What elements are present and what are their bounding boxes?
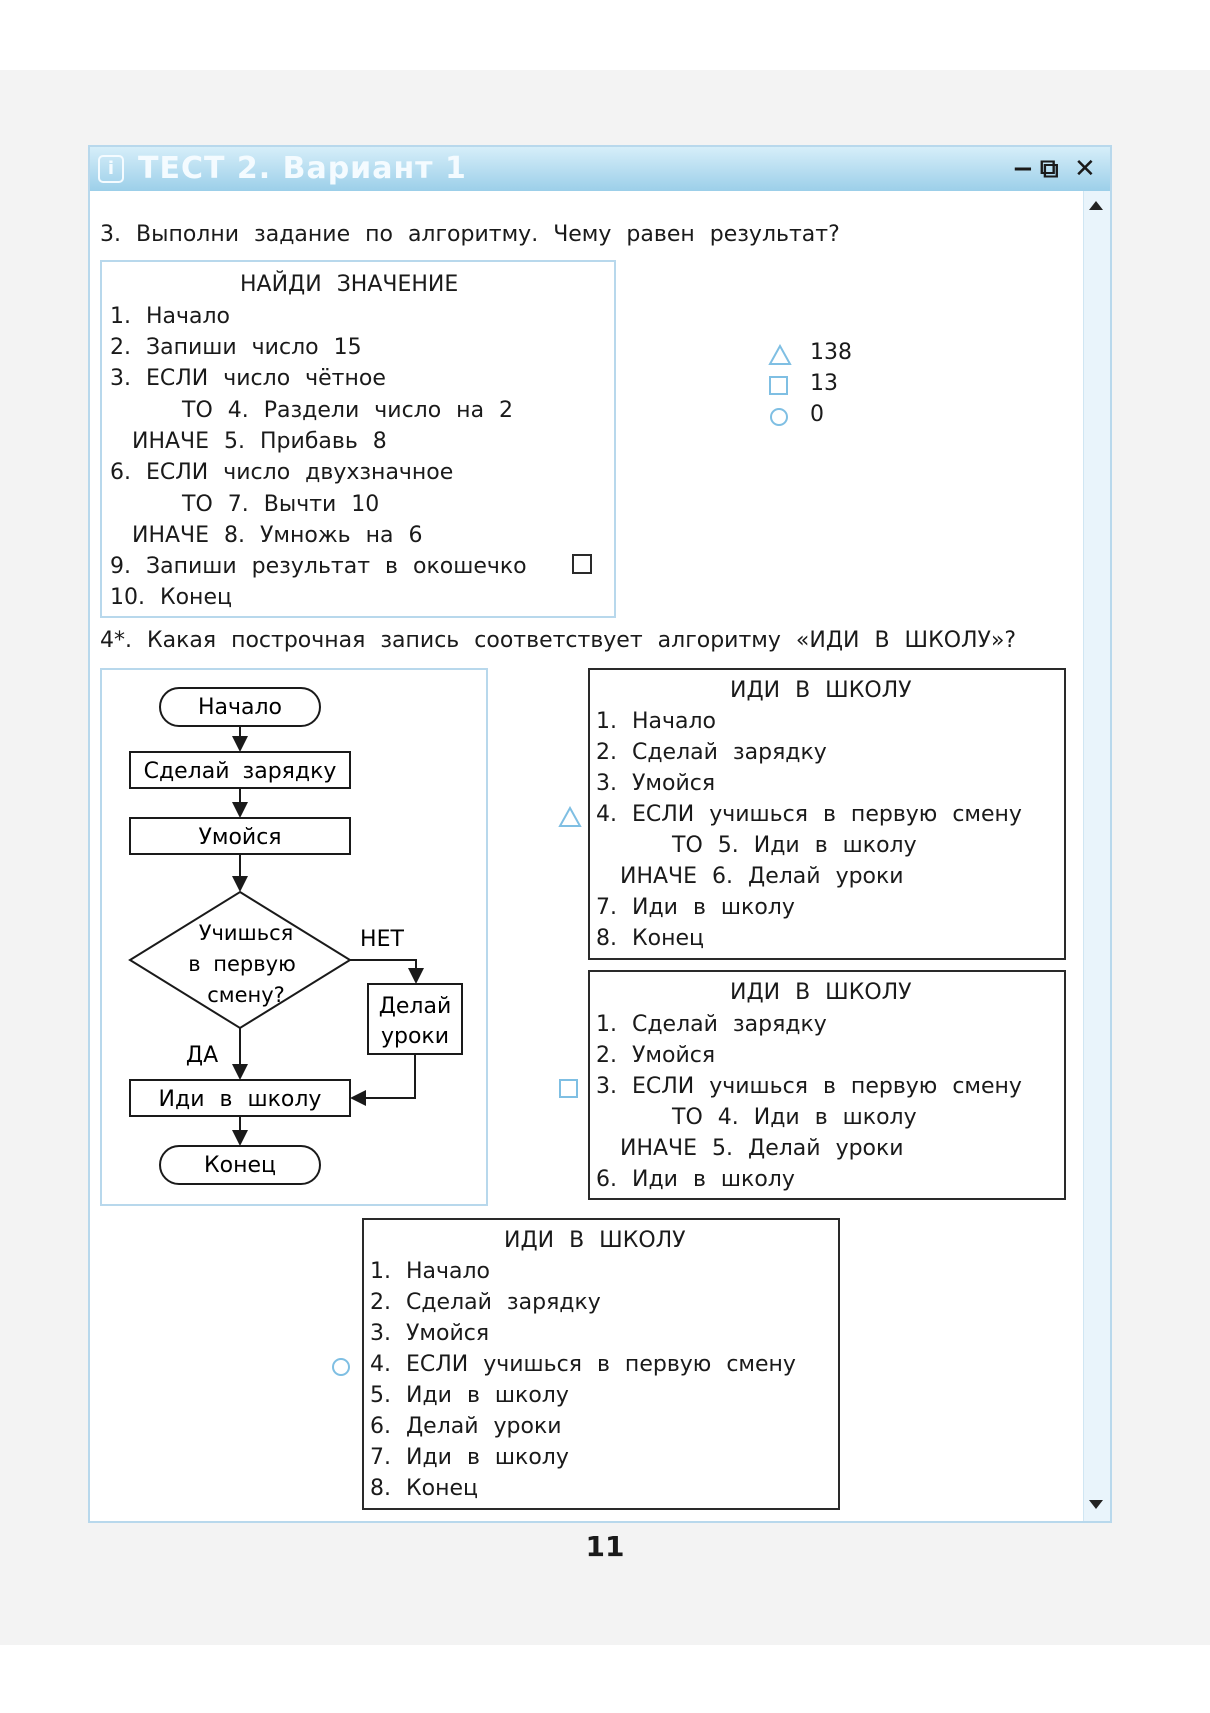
option-line: 3. Умойся <box>370 1321 490 1346</box>
option-line: 1. Начало <box>370 1259 491 1284</box>
page-number: 11 <box>585 1530 625 1563</box>
scroll-up-icon[interactable] <box>1089 201 1103 210</box>
option-circle-icon[interactable] <box>330 1356 352 1378</box>
option-triangle-icon[interactable] <box>768 344 792 366</box>
test-window: i ТЕСТ 2. Вариант 1 − ⧉ ✕ <box>88 145 1112 1523</box>
flow-decision-label: Учишься <box>199 921 294 945</box>
option-line: 6. Иди в школу <box>596 1167 795 1192</box>
option-line: 1. Начало <box>596 709 717 734</box>
flow-yes-label: ДА <box>186 1043 218 1068</box>
info-icon: i <box>98 155 124 183</box>
option-line: ИНАЧЕ 6. Делай уроки <box>620 864 904 889</box>
algorithm-line: 6. ЕСЛИ число двухзначное <box>110 460 454 485</box>
restore-icon[interactable]: ⧉ <box>1040 154 1059 184</box>
flow-step-exercise-label: Сделай зарядку <box>144 759 337 784</box>
option-circle-icon[interactable] <box>768 406 790 428</box>
option-line: 6. Делай уроки <box>370 1414 562 1439</box>
algorithm-line: 2. Запиши число 15 <box>110 335 362 360</box>
option-line: 2. Сделай зарядку <box>596 740 827 765</box>
option-title: ИДИ В ШКОЛУ <box>504 1228 686 1253</box>
option-line: 2. Умойся <box>596 1043 716 1068</box>
algorithm-title: НАЙДИ ЗНАЧЕНИЕ <box>240 272 459 297</box>
flowchart-box: Начало Сделай зарядку Умойся Учишься в п… <box>100 668 488 1206</box>
flow-no-label: НЕТ <box>360 927 404 952</box>
algorithm-line: 9. Запиши результат в окошечко <box>110 554 527 579</box>
algorithm-box: НАЙДИ ЗНАЧЕНИЕ 1. Начало 2. Запиши число… <box>100 260 616 618</box>
window-title: ТЕСТ 2. Вариант 1 <box>138 151 467 186</box>
question-3: 3. Выполни задание по алгоритму. Чему ра… <box>100 222 840 247</box>
flow-step-exercise <box>129 751 351 789</box>
option-line: ТО 4. Иди в школу <box>672 1105 917 1130</box>
answer-option-c: ИДИ В ШКОЛУ 1. Начало 2. Сделай зарядку … <box>362 1218 840 1510</box>
option-line: ТО 5. Иди в школу <box>672 833 917 858</box>
flow-step-homework <box>367 983 463 1055</box>
option-line: 8. Конец <box>370 1476 478 1501</box>
flow-decision-label: смену? <box>207 983 285 1007</box>
vertical-scrollbar[interactable] <box>1083 191 1110 1521</box>
flow-step-wash-label: Умойся <box>198 825 281 850</box>
flow-decision-label: в первую <box>188 952 296 976</box>
flow-end-node <box>159 1145 321 1185</box>
algorithm-line: 10. Конец <box>110 585 232 610</box>
option-line: 3. ЕСЛИ учишься в первую смену <box>596 1074 1022 1099</box>
option-square-icon[interactable] <box>768 375 790 397</box>
option-line: 5. Иди в школу <box>370 1383 569 1408</box>
flow-step-wash <box>129 817 351 855</box>
answer-input-box[interactable] <box>572 554 592 574</box>
option-line: 4. ЕСЛИ учишься в первую смену <box>596 802 1022 827</box>
option-line: ИНАЧЕ 5. Делай уроки <box>620 1136 904 1161</box>
close-icon[interactable]: ✕ <box>1074 154 1096 184</box>
flow-start-label: Начало <box>198 695 282 720</box>
flowchart: Начало Сделай зарядку Умойся Учишься в п… <box>128 687 463 1185</box>
option-value: 13 <box>810 371 838 396</box>
minimize-icon[interactable]: − <box>1012 154 1034 184</box>
option-title: ИДИ В ШКОЛУ <box>730 980 912 1005</box>
option-line: 3. Умойся <box>596 771 716 796</box>
option-value: 138 <box>810 340 852 365</box>
option-line: 2. Сделай зарядку <box>370 1290 601 1315</box>
algorithm-line: 3. ЕСЛИ число чётное <box>110 366 386 391</box>
option-line: 1. Сделай зарядку <box>596 1012 827 1037</box>
answer-option-a: ИДИ В ШКОЛУ 1. Начало 2. Сделай зарядку … <box>588 668 1066 960</box>
algorithm-line: ИНАЧЕ 8. Умножь на 6 <box>132 523 423 548</box>
flow-step-go-label: Иди в школу <box>159 1087 322 1112</box>
flow-step-homework-label: уроки <box>381 1024 449 1049</box>
option-line: 7. Иди в школу <box>596 895 795 920</box>
answer-option-b: ИДИ В ШКОЛУ 1. Сделай зарядку 2. Умойся … <box>588 970 1066 1200</box>
algorithm-line: ИНАЧЕ 5. Прибавь 8 <box>132 429 387 454</box>
option-line: 4. ЕСЛИ учишься в первую смену <box>370 1352 796 1377</box>
option-square-icon[interactable] <box>558 1078 580 1100</box>
flow-step-go <box>129 1079 351 1117</box>
flow-end-label: Конец <box>204 1153 276 1178</box>
algorithm-line: 1. Начало <box>110 304 231 329</box>
option-triangle-icon[interactable] <box>558 806 582 828</box>
option-title: ИДИ В ШКОЛУ <box>730 678 912 703</box>
option-line: 7. Иди в школу <box>370 1445 569 1470</box>
option-value: 0 <box>810 402 824 427</box>
algorithm-line: ТО 7. Вычти 10 <box>182 492 380 517</box>
title-bar: i ТЕСТ 2. Вариант 1 − ⧉ ✕ <box>90 147 1110 191</box>
flow-step-homework-label: Делай <box>379 994 452 1019</box>
scroll-down-icon[interactable] <box>1089 1500 1103 1509</box>
question-4: 4*. Какая построчная запись соответствуе… <box>100 628 1017 653</box>
option-line: 8. Конец <box>596 926 704 951</box>
algorithm-line: ТО 4. Раздели число на 2 <box>182 398 514 423</box>
